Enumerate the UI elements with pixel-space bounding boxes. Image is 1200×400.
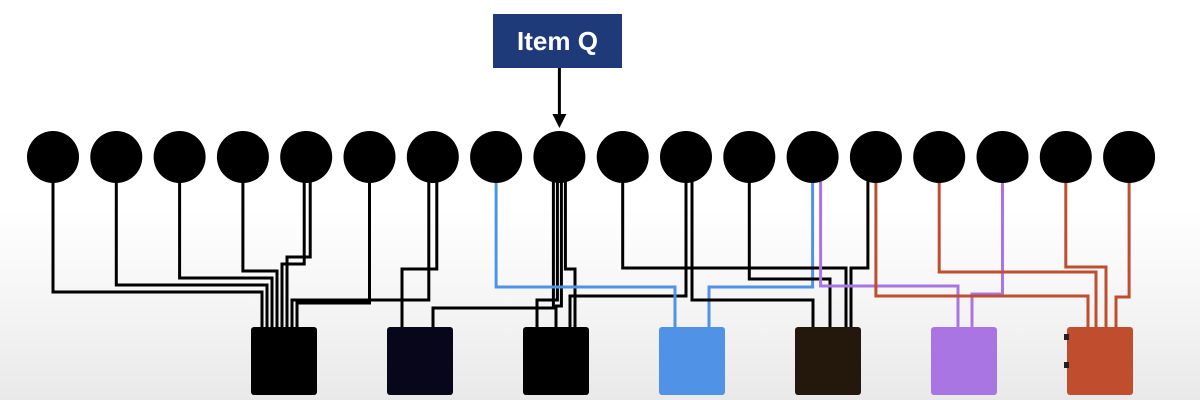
node-17 <box>1039 131 1092 183</box>
node-7 <box>406 131 459 183</box>
wire-n17-g7 <box>1064 157 1108 329</box>
group-box-4 <box>659 327 725 395</box>
wire-n15-g7 <box>937 157 1098 329</box>
wire-n8-g4 <box>494 157 677 329</box>
wire-n13-g4 <box>707 157 815 329</box>
wire-n14-g5 <box>849 157 870 329</box>
wire-n13-g6 <box>819 157 960 329</box>
group-box-3 <box>523 327 589 395</box>
wire-n9-g3c <box>563 157 577 329</box>
wire-n14-g7 <box>874 157 1090 329</box>
group-box-7 <box>1067 327 1133 395</box>
wire-n3-g1 <box>178 157 274 329</box>
node-8 <box>470 131 523 183</box>
node-10 <box>596 131 649 183</box>
wire-n11-g5 <box>690 157 815 329</box>
node-18 <box>1103 131 1156 183</box>
node-16 <box>976 131 1029 183</box>
red-box-tab-1 <box>1064 334 1069 340</box>
node-6 <box>343 131 396 183</box>
wire-layer <box>51 157 1131 329</box>
node-11 <box>660 131 712 183</box>
node-layer <box>27 131 1156 183</box>
wire-n9-g2 <box>431 157 555 329</box>
box-layer <box>251 327 1133 395</box>
node-3 <box>153 131 206 183</box>
node-12 <box>723 131 776 183</box>
wire-n11-g3 <box>568 157 688 329</box>
wire-n12-g5 <box>747 157 832 329</box>
wire-n1-g1 <box>51 157 264 329</box>
node-1 <box>27 131 79 183</box>
node-9 <box>533 131 586 183</box>
wire-n9-g3 <box>535 157 559 329</box>
wire-n18-g7 <box>1114 157 1131 329</box>
group-box-2 <box>387 327 453 395</box>
node-15 <box>913 131 966 183</box>
pointer-arrow <box>552 68 567 128</box>
group-box-1 <box>251 327 317 395</box>
wire-n16-g6 <box>970 157 1004 329</box>
wire-n5-g1 <box>280 157 306 329</box>
item-label: Item Q <box>493 14 622 68</box>
node-2 <box>90 131 143 183</box>
red-box-tab-2 <box>1064 362 1069 368</box>
node-13 <box>786 131 839 183</box>
wire-n10-g5 <box>621 157 848 329</box>
wire-n9-g3b <box>554 157 563 329</box>
pointer-arrow-head <box>552 114 567 128</box>
wire-n2-g1 <box>114 157 269 329</box>
wire-n6-g1 <box>295 157 371 329</box>
node-4 <box>216 131 269 183</box>
node-14 <box>849 131 902 183</box>
group-box-5 <box>795 327 861 395</box>
wire-n7-g2 <box>400 157 439 329</box>
wire-n4-g1 <box>241 157 279 329</box>
wire-n7-g1 <box>290 157 431 329</box>
group-box-6 <box>931 327 997 395</box>
node-5 <box>280 131 333 183</box>
wire-n5b-g1 <box>285 157 312 329</box>
